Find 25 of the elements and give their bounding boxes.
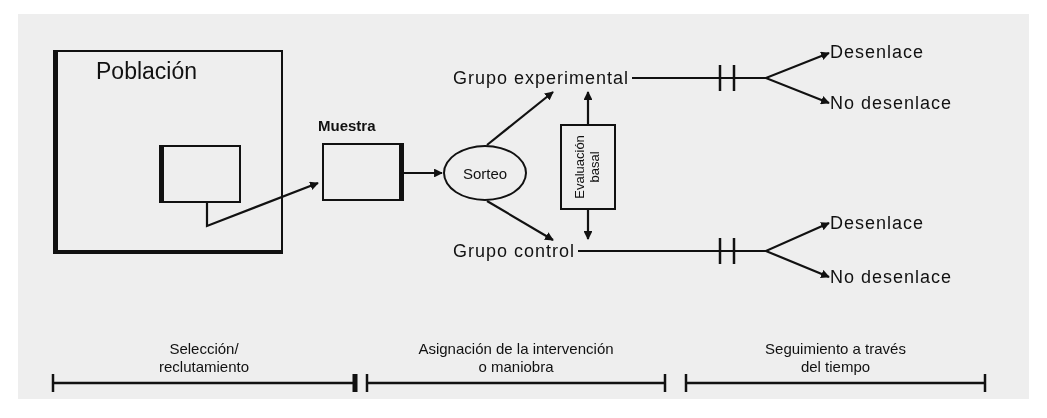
box-heading: Población bbox=[96, 58, 198, 85]
arrow bbox=[404, 168, 443, 178]
arrow bbox=[583, 91, 593, 124]
arrow bbox=[583, 210, 593, 240]
draw-ellipse bbox=[443, 145, 527, 201]
group-label: Desenlace bbox=[830, 42, 925, 62]
evaluation-box bbox=[560, 124, 616, 210]
group-label: No desenlace bbox=[830, 93, 953, 113]
arrow bbox=[632, 76, 830, 105]
arrow bbox=[205, 181, 319, 228]
population-frame bbox=[53, 50, 283, 254]
group-label: Grupo control bbox=[453, 241, 576, 261]
phase-label: Seguimiento a través del tiempo bbox=[764, 340, 907, 376]
group-label: Desenlace bbox=[830, 213, 925, 233]
phase-label: Asignación de la intervención o maniobra bbox=[417, 340, 615, 376]
vertical-label: Evaluación basal bbox=[573, 134, 603, 201]
arrow bbox=[578, 249, 830, 279]
group-label: No desenlace bbox=[830, 267, 953, 287]
arrow bbox=[486, 91, 554, 146]
arrow bbox=[486, 200, 554, 241]
ellipse-label: Sorteo bbox=[462, 164, 508, 182]
group-label: Grupo experimental bbox=[453, 68, 630, 88]
box-heading: Muestra bbox=[318, 117, 376, 134]
sample-box bbox=[159, 145, 241, 203]
phase-label: Selección/ reclutamiento bbox=[157, 340, 250, 376]
